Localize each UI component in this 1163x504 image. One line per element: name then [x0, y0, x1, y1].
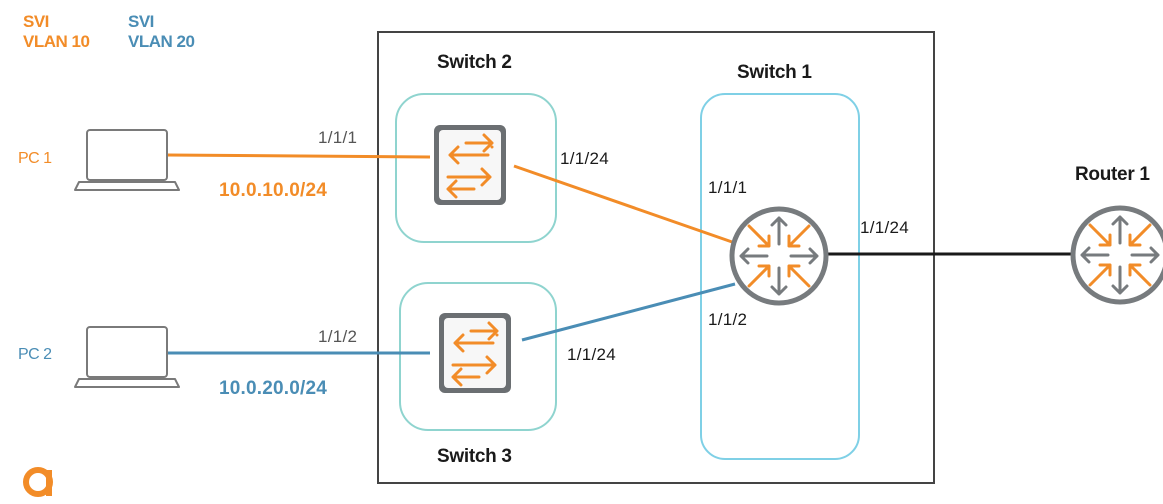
link-switch3-switch1 — [521, 282, 736, 342]
legend-vlan10-line1: SVI — [23, 12, 49, 31]
port-pc1-switch2: 1/1/1 — [318, 128, 358, 147]
port-switch1-uplink: 1/1/24 — [860, 218, 910, 237]
legend-vlan10: SVI VLAN 10 — [23, 12, 90, 52]
legend-vlan20-line2: VLAN 20 — [128, 32, 195, 51]
pc2-laptop-icon — [74, 326, 180, 388]
switch2-label: Switch 2 — [437, 52, 512, 73]
legend-vlan20-line1: SVI — [128, 12, 154, 31]
switch1-frame — [700, 93, 860, 460]
network-enclosure — [377, 31, 935, 484]
brand-logo-icon — [23, 467, 53, 497]
port-switch3-uplink: 1/1/24 — [567, 345, 617, 364]
switch3-label: Switch 3 — [437, 446, 512, 467]
pc1-laptop-icon — [74, 129, 180, 191]
port-switch1-downlink-1: 1/1/1 — [708, 178, 748, 197]
router1-label: Router 1 — [1075, 164, 1150, 185]
link-pc1-switch2 — [166, 153, 431, 159]
switch2-frame — [395, 93, 557, 243]
link-switch2-switch1 — [513, 164, 736, 245]
pc1-label: PC 1 — [18, 150, 52, 167]
switch3-icon — [437, 311, 513, 395]
subnet-vlan10: 10.0.10.0/24 — [219, 180, 328, 201]
port-switch2-uplink: 1/1/24 — [560, 149, 610, 168]
legend-vlan20: SVI VLAN 20 — [128, 12, 195, 52]
legend-vlan10-line2: VLAN 10 — [23, 32, 90, 51]
subnet-vlan20: 10.0.20.0/24 — [219, 378, 328, 399]
port-switch1-downlink-2: 1/1/2 — [708, 310, 748, 329]
switch1-router-icon — [732, 209, 826, 303]
switch2-icon — [432, 123, 508, 207]
pc2-label: PC 2 — [18, 346, 52, 363]
port-pc2-switch3: 1/1/2 — [318, 327, 358, 346]
switch3-frame — [399, 282, 557, 431]
switch1-label: Switch 1 — [737, 62, 812, 83]
router1-icon — [1073, 208, 1163, 302]
